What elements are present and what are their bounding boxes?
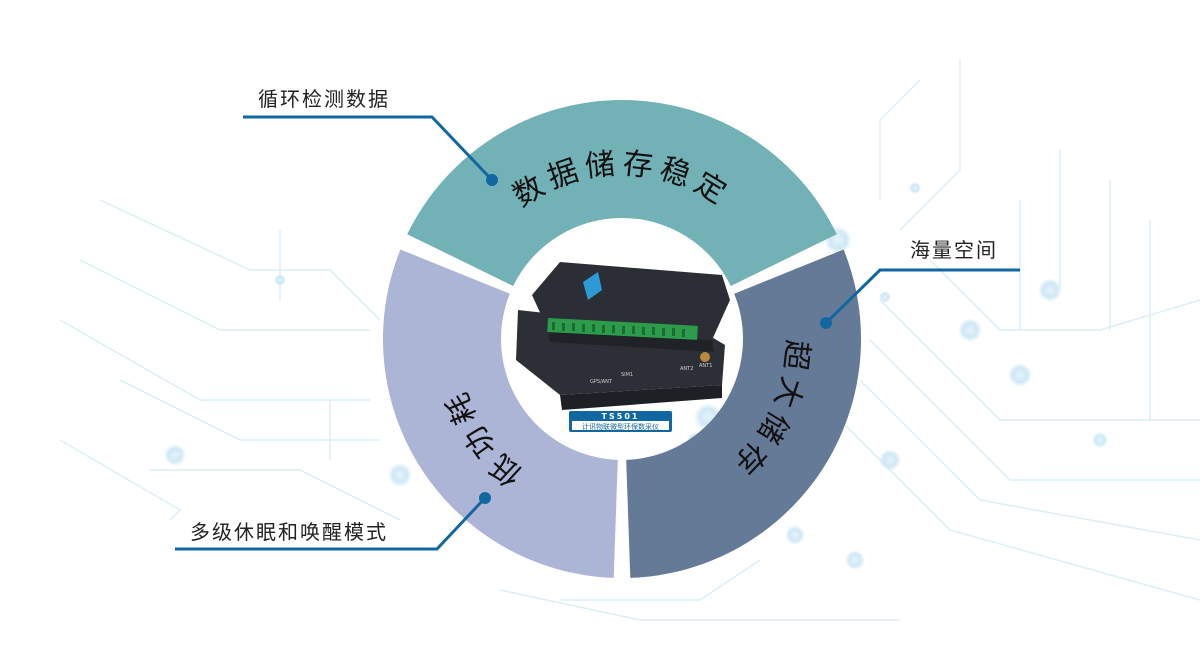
device-label: TS501 计讯物联微型环保数采仪 <box>569 411 672 432</box>
svg-text:GPS/ANT: GPS/ANT <box>590 379 613 385</box>
svg-text:TS501: TS501 <box>602 412 640 421</box>
callout-massive-space: 海量空间 <box>910 238 998 262</box>
callout-line-storage <box>824 268 1020 325</box>
ring-segment-left <box>382 249 618 578</box>
callout-dot-cycle <box>486 174 498 186</box>
ring-segment-right <box>626 249 862 578</box>
ring-segment-top <box>407 99 837 286</box>
svg-text:ANT2: ANT2 <box>680 366 693 372</box>
callout-line-sleep <box>175 496 487 551</box>
svg-text:SIM1: SIM1 <box>621 372 633 378</box>
svg-text:计讯物联微型环保数采仪: 计讯物联微型环保数采仪 <box>582 422 659 431</box>
callout-line-cycle <box>243 115 494 182</box>
callout-sleep-modes: 多级休眠和唤醒模式 <box>190 520 388 544</box>
svg-text:ANT1: ANT1 <box>699 363 712 369</box>
callout-dot-sleep <box>479 492 491 504</box>
callout-dot-storage <box>820 317 832 329</box>
callout-cycle-detection: 循环检测数据 <box>258 87 390 111</box>
device-image: GPS/ANT SIM1 ANT2 ANT1 <box>516 262 730 410</box>
